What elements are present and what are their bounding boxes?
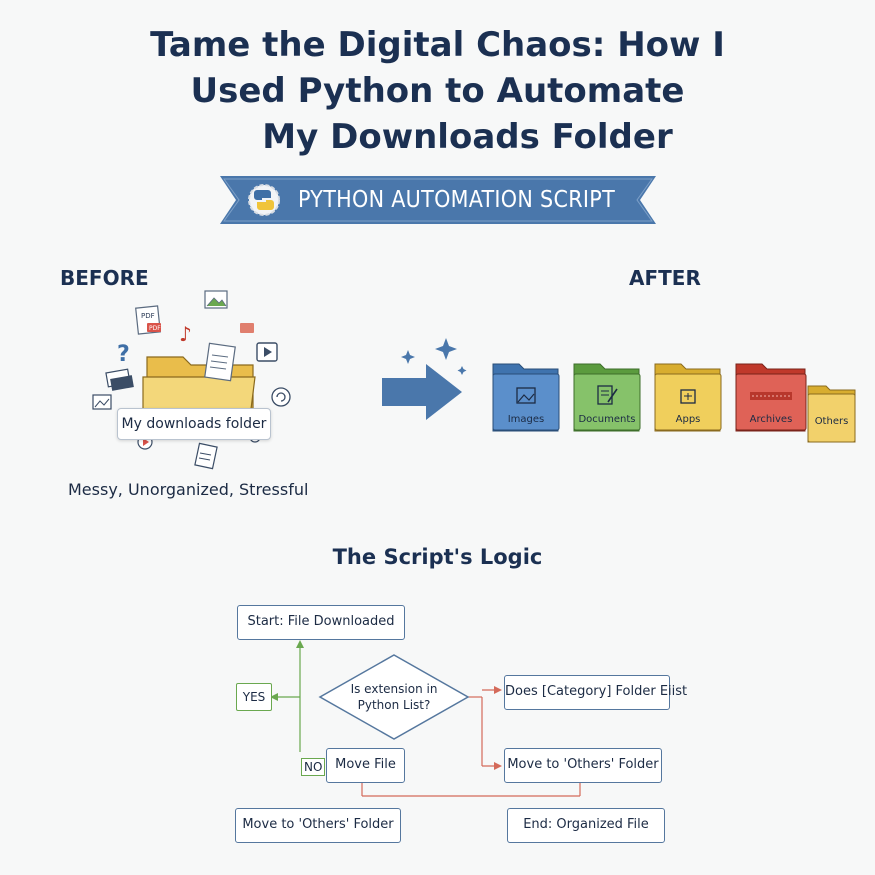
folder-images	[492, 363, 560, 432]
decision-line-1: Is extension in	[350, 682, 438, 696]
banner-label: PYTHON AUTOMATION SCRIPT	[298, 187, 616, 213]
yes-label: YES	[236, 683, 272, 711]
svg-text:♪: ♪	[179, 322, 192, 346]
before-caption: Messy, Unorganized, Stressful	[68, 480, 309, 499]
title-line-3: My Downloads Folder	[262, 117, 673, 157]
move-file-node: Move File	[326, 748, 405, 783]
folder-archives	[735, 363, 807, 432]
svg-text:?: ?	[117, 342, 130, 367]
move-others-node-left: Move to 'Others' Folder	[235, 808, 401, 843]
banner-ribbon	[220, 176, 656, 224]
decision-text: Is extension in Python List?	[340, 681, 448, 713]
before-heading: BEFORE	[60, 266, 149, 290]
logic-title: The Script's Logic	[332, 545, 543, 569]
messy-downloads-illustration: PDF PDF ♪ ?	[92, 290, 291, 470]
after-heading: AFTER	[629, 266, 701, 290]
organized-folders	[492, 363, 856, 443]
svg-text:PDF: PDF	[149, 325, 161, 332]
zip-icon	[750, 392, 792, 400]
category-check-node: Does [Category] Folder Eiist	[504, 675, 687, 710]
document-edit-icon	[597, 385, 618, 405]
title-line-2: Used Python to Automate	[190, 71, 685, 111]
end-node: End: Organized File	[507, 808, 665, 843]
pdf-badge-icon: PDF	[147, 323, 161, 332]
start-node: Start: File Downloaded	[237, 605, 405, 640]
folder-label-others: Others	[814, 416, 849, 427]
title-line-1: Tame the Digital Chaos: How I	[150, 25, 725, 65]
image-icon	[516, 387, 536, 404]
folder-label-images: Images	[507, 414, 545, 425]
no-label: NO	[301, 758, 326, 776]
folder-apps	[654, 363, 722, 432]
folder-others	[807, 385, 856, 443]
move-others-node-right: Move to 'Others' Folder	[504, 748, 662, 783]
archive-box-icon	[680, 389, 696, 404]
decision-line-2: Python List?	[357, 698, 431, 712]
python-gear-icon	[248, 184, 280, 216]
svg-text:PDF: PDF	[141, 312, 155, 320]
folder-documents	[573, 363, 641, 432]
transform-arrow-icon	[382, 338, 467, 420]
downloads-folder-label: My downloads folder	[117, 408, 271, 440]
page-title: Tame the Digital Chaos: How I Used Pytho…	[0, 22, 875, 160]
folder-label-documents: Documents	[578, 414, 636, 425]
sparkle-icon	[435, 338, 457, 360]
folder-label-archives: Archives	[749, 414, 793, 425]
folder-label-apps: Apps	[675, 414, 701, 425]
